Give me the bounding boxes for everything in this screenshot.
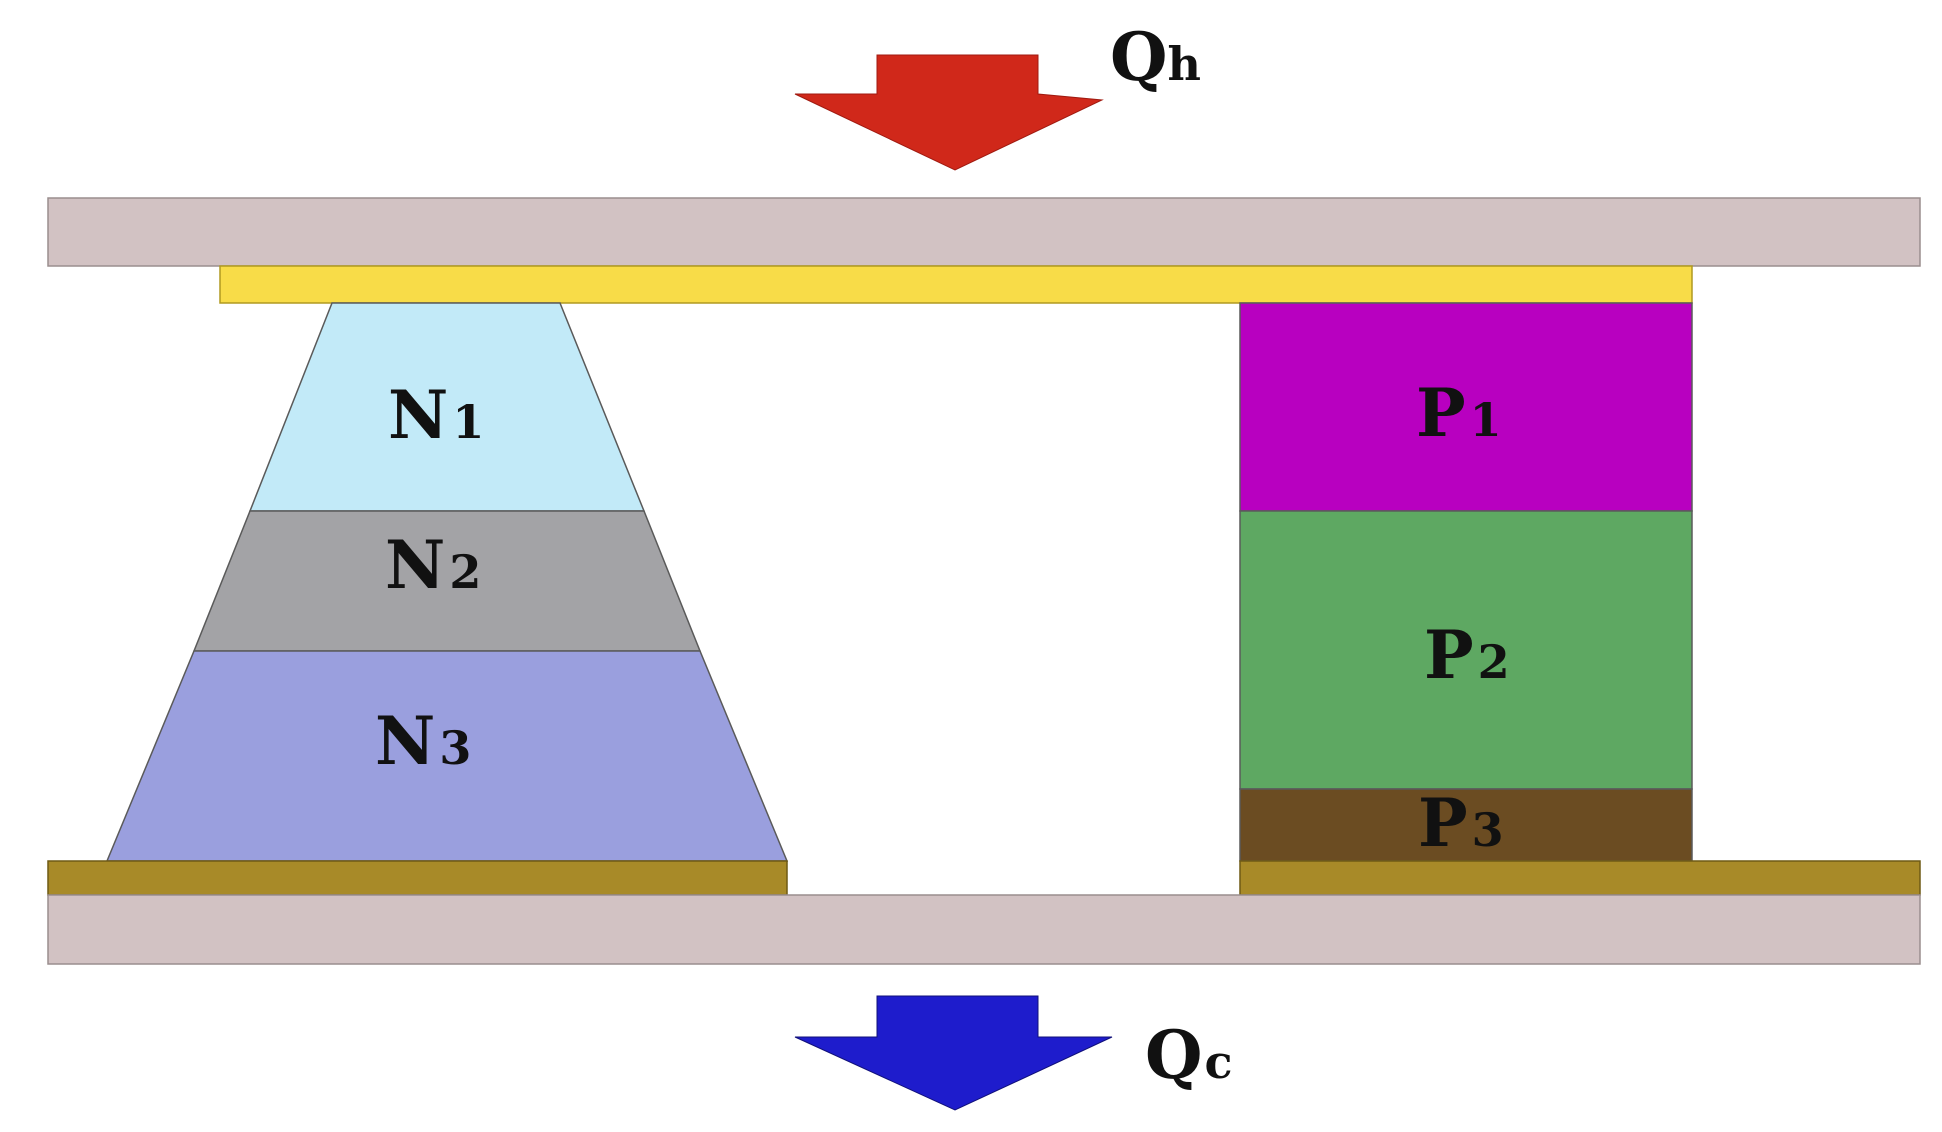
top-ceramic-plate bbox=[47, 197, 1921, 267]
heat-in-label: Qh bbox=[1110, 18, 1201, 96]
p-segment-1 bbox=[1239, 302, 1693, 512]
top-contact-strip bbox=[219, 265, 1693, 304]
n3-label: N3 bbox=[375, 702, 471, 780]
p3-label: P3 bbox=[1418, 784, 1504, 862]
bottom-contact-strip-left bbox=[47, 860, 788, 896]
bottom-contact-strip-right bbox=[1239, 860, 1921, 896]
p2-label: P2 bbox=[1424, 616, 1510, 694]
heat-out-label: Qc bbox=[1145, 1016, 1233, 1094]
n-segment-2 bbox=[192, 510, 702, 652]
p-segment-2 bbox=[1239, 510, 1693, 790]
n1-label: N1 bbox=[388, 376, 484, 454]
heat-out-arrow bbox=[794, 995, 1113, 1111]
bottom-ceramic-plate bbox=[47, 894, 1921, 965]
n2-label: N2 bbox=[385, 526, 481, 604]
heat-in-arrow bbox=[794, 54, 1104, 171]
p1-label: P1 bbox=[1416, 374, 1502, 452]
p-segment-3 bbox=[1239, 788, 1693, 862]
